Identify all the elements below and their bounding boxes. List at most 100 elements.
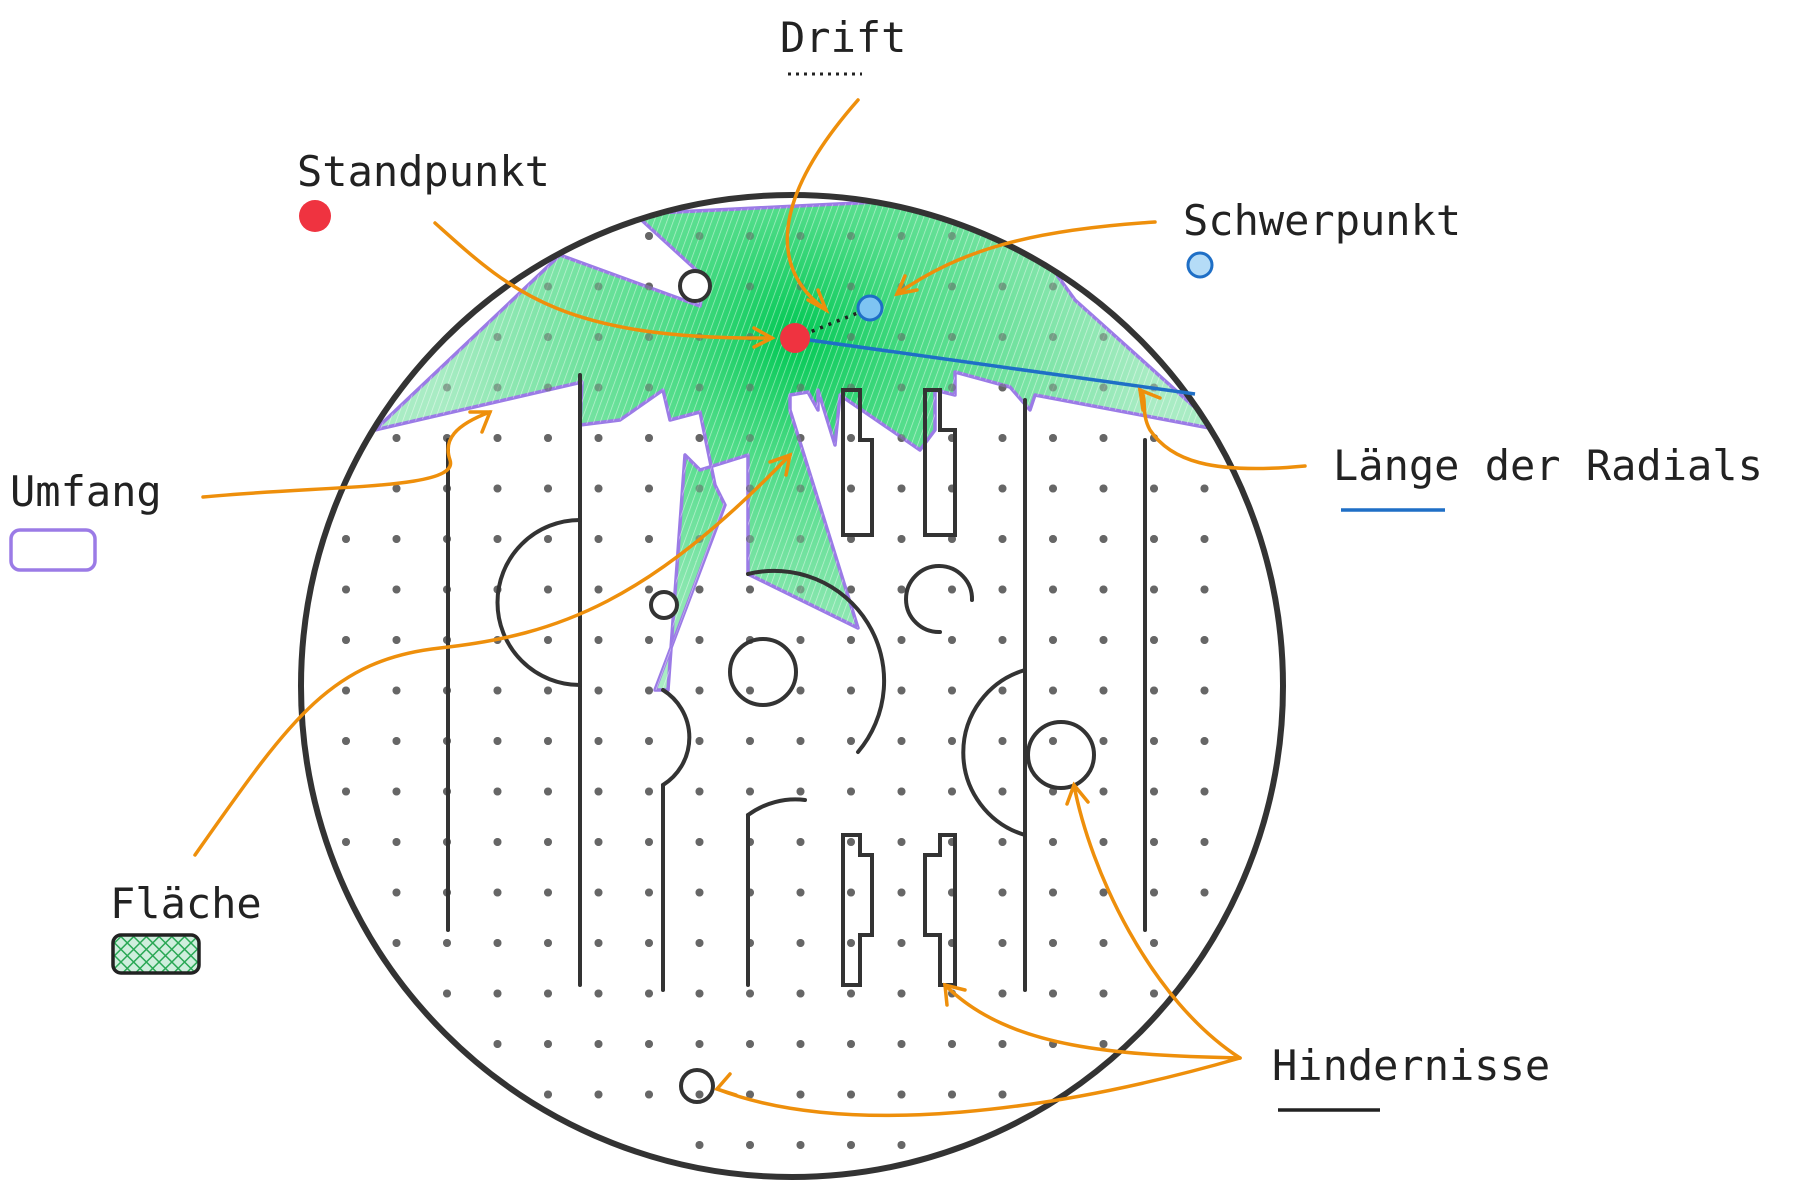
grid-dot [342, 787, 350, 796]
grid-dot [1099, 383, 1108, 392]
grid-dot [544, 939, 552, 947]
grid-dot [1099, 838, 1108, 846]
grid-dot [594, 989, 603, 998]
grid-dot [695, 737, 704, 745]
obstacle-circle [1026, 720, 1096, 790]
grid-dot [645, 434, 653, 442]
grid-dot [948, 232, 956, 240]
grid-dot [847, 989, 855, 998]
grid-dot [1049, 535, 1057, 543]
grid-dot [1049, 787, 1057, 796]
grid-dot [796, 838, 805, 846]
centroid-legend-dot [1186, 251, 1214, 279]
obstacle-circle [649, 590, 679, 620]
grid-dot [392, 838, 401, 846]
grid-dot [544, 535, 552, 543]
grid-dot [1049, 282, 1057, 291]
grid-dot [544, 1040, 552, 1048]
grid-dot [695, 1141, 704, 1149]
grid-dot [1049, 888, 1057, 897]
grid-dot [695, 232, 704, 240]
grid-dot [594, 636, 603, 644]
label-drift: Drift [780, 13, 906, 62]
grid-dot [796, 939, 805, 947]
grid-dot [544, 484, 552, 493]
grid-dot [897, 383, 906, 392]
grid-dot [645, 383, 653, 392]
grid-dot [746, 383, 754, 392]
grid-dot [392, 636, 401, 644]
label-laenge: Länge der Radials [1333, 441, 1763, 490]
grid-dot [1200, 838, 1209, 846]
grid-dot [392, 585, 401, 594]
grid-dot [897, 1040, 906, 1048]
grid-dot [948, 282, 956, 291]
grid-dot [493, 989, 502, 998]
grid-dot [796, 888, 805, 897]
grid-dot [544, 282, 552, 291]
grid-dot [948, 787, 956, 796]
grid-dot [1049, 636, 1057, 644]
grid-dot [645, 484, 653, 493]
grid-dot [998, 1090, 1007, 1099]
grid-dot [847, 939, 855, 947]
grid-dot [594, 1040, 603, 1048]
grid-dot [544, 636, 552, 644]
grid-dot [392, 535, 401, 543]
isovist-area [373, 195, 1222, 692]
grid-dot [695, 989, 704, 998]
grid-dot [1099, 1040, 1108, 1048]
grid-dot [847, 636, 855, 644]
grid-dot [392, 888, 401, 897]
grid-dot [392, 434, 401, 442]
obstacle-circle [679, 1068, 715, 1104]
grid-dot [594, 434, 603, 442]
grid-dot [1049, 686, 1057, 695]
grid-dot [796, 434, 805, 442]
grid-dot [998, 282, 1007, 291]
grid-dot [645, 888, 653, 897]
grid-dot [847, 333, 855, 341]
grid-dot [1200, 585, 1209, 594]
grid-dot [796, 787, 805, 796]
grid-dot [796, 1040, 805, 1048]
grid-dot [1099, 787, 1108, 796]
grid-dot [897, 1090, 906, 1099]
grid-dot [948, 1040, 956, 1048]
grid-dot [645, 636, 653, 644]
grid-dot [998, 989, 1007, 998]
grid-dot [998, 535, 1007, 543]
grid-dot [1099, 737, 1108, 745]
grid-dot [695, 939, 704, 947]
grid-dot [897, 333, 906, 341]
grid-dot [796, 1141, 805, 1149]
grid-dot [645, 535, 653, 543]
grid-dot [594, 383, 603, 392]
grid-dot [544, 434, 552, 442]
area-legend-swatch [111, 933, 201, 975]
centroid-marker [856, 294, 884, 322]
obstacle-circle [728, 637, 798, 707]
grid-dot [948, 1090, 956, 1099]
grid-dot [1049, 333, 1057, 341]
grid-dot [1099, 434, 1108, 442]
grid-dot [897, 1141, 906, 1149]
grid-dot [594, 787, 603, 796]
grid-dot [493, 434, 502, 442]
grid-dot [443, 383, 451, 392]
grid-dot [897, 838, 906, 846]
grid-dot [847, 1090, 855, 1099]
grid-dot [392, 686, 401, 695]
grid-dot [1150, 787, 1158, 796]
grid-dot [645, 333, 653, 341]
grid-dot [544, 333, 552, 341]
grid-dot [897, 686, 906, 695]
grid-dot [1099, 585, 1108, 594]
grid-dot [342, 686, 350, 695]
grid-dot [1150, 585, 1158, 594]
grid-dot [998, 686, 1007, 695]
grid-dot [948, 333, 956, 341]
grid-dot [796, 636, 805, 644]
grid-dot [897, 484, 906, 493]
grid-dot [695, 585, 704, 594]
